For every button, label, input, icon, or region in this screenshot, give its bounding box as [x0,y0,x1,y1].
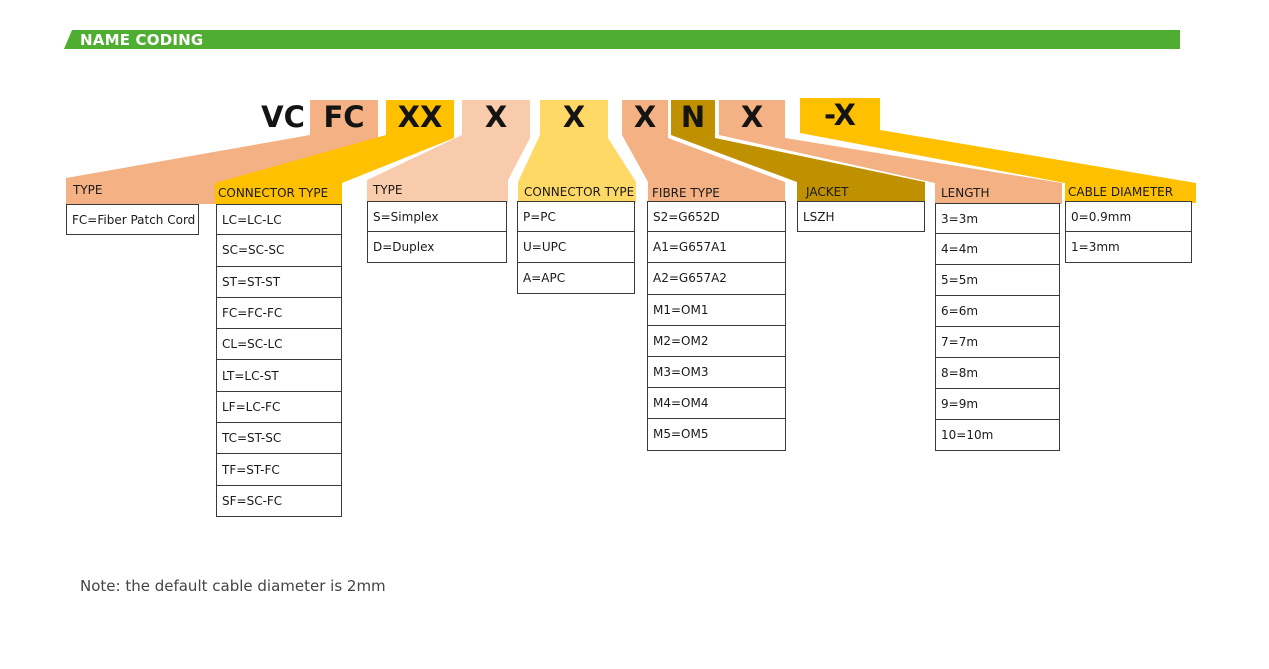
option-item: P=PC [517,201,635,232]
column-header-polish: CONNECTOR TYPE [524,185,635,199]
banner-bar [64,30,1180,49]
option-item: 10=10m [935,420,1060,451]
option-item: TF=ST-FC [216,454,342,486]
code-segment-simplex-duplex: X [462,100,530,135]
option-item: SF=SC-FC [216,485,342,517]
option-item: 1=3mm [1065,232,1192,263]
option-item: 8=8m [935,358,1060,389]
options-list-type: FC=Fiber Patch Cord [66,204,199,235]
column-header-type: TYPE [73,183,103,197]
option-item: M5=OM5 [647,419,786,451]
code-segment-connector-type: XX [386,100,454,135]
connector-wedge [800,130,1196,203]
column-header-cable-diameter: CABLE DIAMETER [1068,185,1174,199]
code-segment-length: X [719,100,785,135]
column-header-fibre-type: FIBRE TYPE [652,186,720,200]
options-list-jacket: LSZH [797,201,925,232]
option-item: U=UPC [517,232,635,263]
code-segment-type: FC [310,100,378,135]
option-item: S=Simplex [367,201,507,232]
code-segment-cable-diameter: -X [800,98,880,133]
footnote: Note: the default cable diameter is 2mm [80,577,386,595]
section-banner: NAME CODING [64,30,1180,49]
options-list-length: 3=3m 4=4m 5=5m 6=6m 7=7m 8=8m 9=9m 10=10… [935,203,1060,451]
connector-wedge [66,135,378,204]
code-segment-polish: X [540,100,608,135]
connector-wedge [367,135,530,203]
option-item: FC=Fiber Patch Cord [66,204,199,235]
option-item: LC=LC-LC [216,204,342,236]
options-list-cable-diameter: 0=0.9mm 1=3mm [1065,201,1192,263]
option-item: D=Duplex [367,232,507,263]
option-item: 0=0.9mm [1065,201,1192,232]
option-item: 3=3m [935,203,1060,234]
options-list-fibre-type: S2=G652D A1=G657A1 A2=G657A2 M1=OM1 M2=O… [647,201,786,451]
column-header-jacket: JACKET [806,185,849,199]
column-header-connector-type: CONNECTOR TYPE [218,186,329,200]
option-item: SC=SC-SC [216,235,342,267]
column-header-length: LENGTH [941,186,990,200]
connector-wedge [671,135,925,203]
option-item: S2=G652D [647,201,786,233]
option-item: A=APC [517,263,635,294]
option-item: CL=SC-LC [216,329,342,361]
option-item: A2=G657A2 [647,263,786,295]
option-item: ST=ST-ST [216,266,342,298]
options-list-polish: P=PC U=UPC A=APC [517,201,635,294]
option-item: FC=FC-FC [216,297,342,330]
connector-wedge [215,135,454,204]
option-item: 4=4m [935,234,1060,265]
code-segment-jacket: N [671,100,715,135]
option-item: A1=G657A1 [647,232,786,264]
section-title: NAME CODING [80,31,204,49]
option-item: 6=6m [935,296,1060,327]
option-item: 5=5m [935,265,1060,296]
option-item: M2=OM2 [647,325,786,357]
option-item: LSZH [797,201,925,232]
column-header-simplex-duplex: TYPE [373,183,403,197]
code-segment-fibre-type: X [622,100,668,135]
connector-wedge [518,135,636,203]
connector-wedge [622,135,785,203]
option-item: M1=OM1 [647,294,786,326]
options-list-simplex-duplex: S=Simplex D=Duplex [367,201,507,263]
option-item: LF=LC-FC [216,391,342,424]
option-item: M4=OM4 [647,388,786,420]
options-list-connector-type: LC=LC-LC SC=SC-SC ST=ST-ST FC=FC-FC CL=S… [216,204,342,517]
option-item: TC=ST-SC [216,423,342,455]
option-item: 9=9m [935,389,1060,420]
option-item: LT=LC-ST [216,360,342,392]
code-prefix-vc: VC [261,100,305,134]
option-item: M3=OM3 [647,356,786,389]
option-item: 7=7m [935,327,1060,358]
connector-wedge [719,135,1062,204]
